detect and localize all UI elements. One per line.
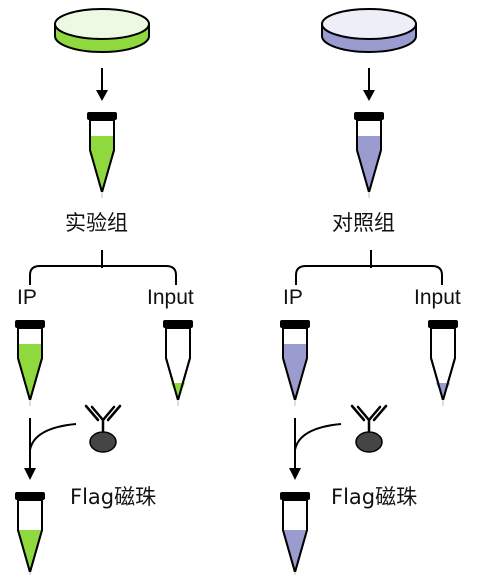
experimental-beads-label: Flag磁珠 xyxy=(70,485,157,509)
magnetic-bead-icon xyxy=(355,431,383,453)
control-ip-label: IP xyxy=(283,286,303,309)
magnetic-bead-icon xyxy=(89,431,117,453)
experimental-group xyxy=(15,8,193,575)
control-input-label: Input xyxy=(414,286,461,309)
arrow-icon xyxy=(96,68,108,101)
petri-dish-icon xyxy=(54,8,150,53)
antibody-icon xyxy=(84,404,122,436)
tube-icon xyxy=(87,112,117,198)
experimental-ip-label: IP xyxy=(17,286,37,309)
input-tube-icon xyxy=(428,320,458,406)
bracket-icon xyxy=(29,250,177,285)
control-beads-label: Flag磁珠 xyxy=(331,485,418,509)
control-group-label: 对照组 xyxy=(332,211,395,235)
control-group xyxy=(280,8,458,575)
final-tube-icon xyxy=(280,492,310,575)
petri-dish-icon xyxy=(321,8,417,53)
arrow-icon xyxy=(289,418,342,480)
ip-tube-icon xyxy=(280,320,310,406)
input-tube-icon xyxy=(163,320,193,406)
arrow-icon xyxy=(24,418,77,480)
antibody-icon xyxy=(350,404,388,436)
arrow-icon xyxy=(363,68,375,101)
tube-icon xyxy=(354,112,384,198)
bracket-icon xyxy=(295,250,443,285)
experimental-input-label: Input xyxy=(147,286,194,309)
ip-tube-icon xyxy=(15,320,45,406)
final-tube-icon xyxy=(15,492,45,575)
experimental-group-label: 实验组 xyxy=(65,211,128,235)
